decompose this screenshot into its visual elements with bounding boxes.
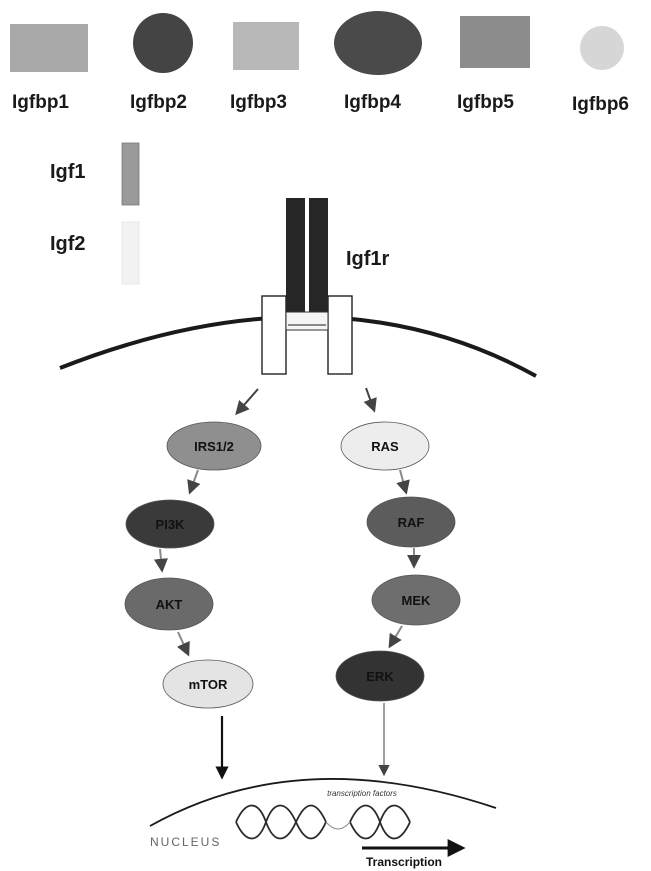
receptor-alpha-right (309, 198, 328, 312)
arrow-receptor-to-ras (366, 388, 374, 410)
igf2-shape (122, 222, 139, 284)
arrow-receptor-to-irs (237, 389, 258, 413)
nuclear-envelope (150, 779, 496, 826)
igfbp2-shape (133, 13, 193, 73)
arrow-pi3k-to-akt (160, 549, 162, 570)
receptor-beta-connection (286, 312, 328, 330)
arrow-ras-to-raf (400, 470, 406, 492)
receptor-membrane-segment-left (262, 296, 286, 374)
arrow-akt-to-mtor (178, 632, 188, 654)
igf1r-receptor: Igf1r (262, 198, 390, 374)
igfbp1-shape (10, 24, 88, 72)
arrow-irs-to-pi3k (190, 470, 198, 492)
igfbp4-label: Igfbp4 (344, 92, 401, 113)
node-raf-label: RAF (398, 515, 425, 530)
binding-protein-row: Igfbp1 Igfbp2 Igfbp3 Igfbp4 Igfbp5 Igfbp… (10, 11, 629, 115)
igf1-label: Igf1 (50, 161, 86, 183)
nucleus-label: NUCLEUS (150, 835, 221, 849)
igfbp6-shape (580, 26, 624, 70)
node-akt-label: AKT (156, 597, 183, 612)
receptor-membrane-segment-right (328, 296, 352, 374)
pathway-left: IRS1/2 PI3K AKT mTOR (125, 389, 261, 777)
nucleus: transcription factors NUCLEUS Transcript… (150, 779, 496, 869)
igfbp6-label: Igfbp6 (572, 94, 629, 115)
arrow-mek-to-erk (390, 626, 402, 646)
transcription-factors-label: transcription factors (327, 789, 397, 798)
igfbp4-shape (334, 11, 422, 75)
igfbp3-shape (233, 22, 299, 70)
igfbp1-label: Igfbp1 (12, 92, 69, 113)
pathway-right: RAS RAF MEK ERK (336, 388, 460, 774)
igf2-label: Igf2 (50, 233, 86, 255)
igfbp5-label: Igfbp5 (457, 92, 514, 113)
igfbp3-label: Igfbp3 (230, 92, 287, 113)
transcription-label: Transcription (366, 855, 442, 869)
igf1r-label: Igf1r (346, 248, 390, 270)
node-mtor-label: mTOR (189, 677, 228, 692)
ligands: Igf1 Igf2 (50, 143, 139, 284)
node-irs12-label: IRS1/2 (194, 439, 234, 454)
node-mek-label: MEK (402, 593, 432, 608)
node-ras-label: RAS (371, 439, 399, 454)
receptor-alpha-left (286, 198, 305, 312)
dna-strand-icon (236, 806, 410, 839)
node-erk-label: ERK (366, 669, 394, 684)
igfbp5-shape (460, 16, 530, 68)
node-pi3k-label: PI3K (156, 517, 186, 532)
igfbp2-label: Igfbp2 (130, 92, 187, 113)
igf1-shape (122, 143, 139, 205)
